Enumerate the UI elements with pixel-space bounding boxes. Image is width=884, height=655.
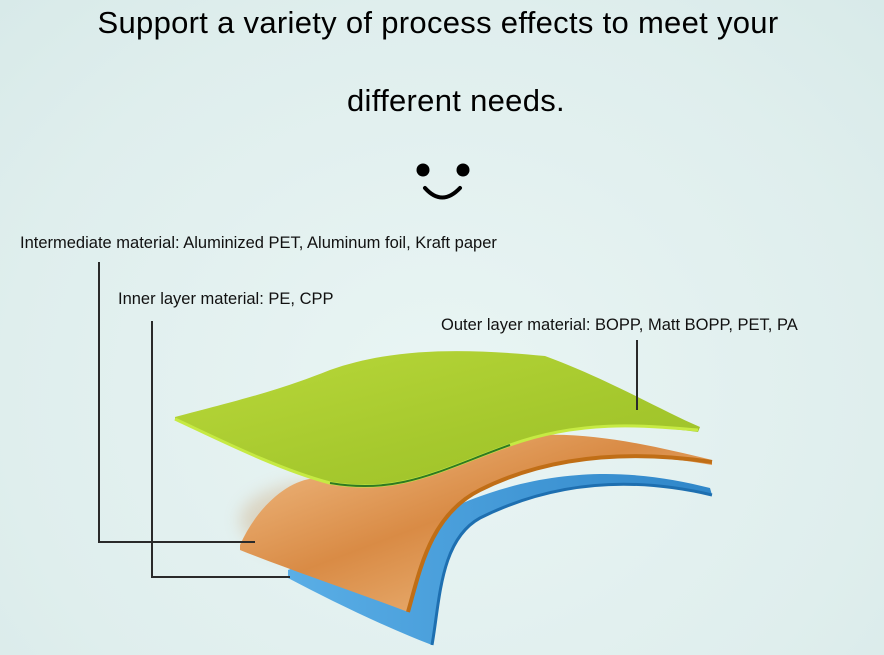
leader-lines: [98, 262, 638, 578]
headline-line-2: different needs.: [347, 83, 565, 118]
inner-leader-line: [151, 321, 290, 578]
intermediate-material-label: Intermediate material: Aluminized PET, A…: [20, 234, 497, 252]
middle-layer-orange: [240, 434, 713, 613]
outer-layer-green: [174, 351, 700, 488]
intermediate-leader-line: [98, 262, 255, 543]
smiley-icon: [416, 163, 470, 200]
outer-layer-material-label: Outer layer material: BOPP, Matt BOPP, P…: [441, 316, 798, 334]
headline-line-1: Support a variety of process effects to …: [97, 5, 779, 40]
inner-layer-material-label: Inner layer material: PE, CPP: [118, 290, 334, 308]
